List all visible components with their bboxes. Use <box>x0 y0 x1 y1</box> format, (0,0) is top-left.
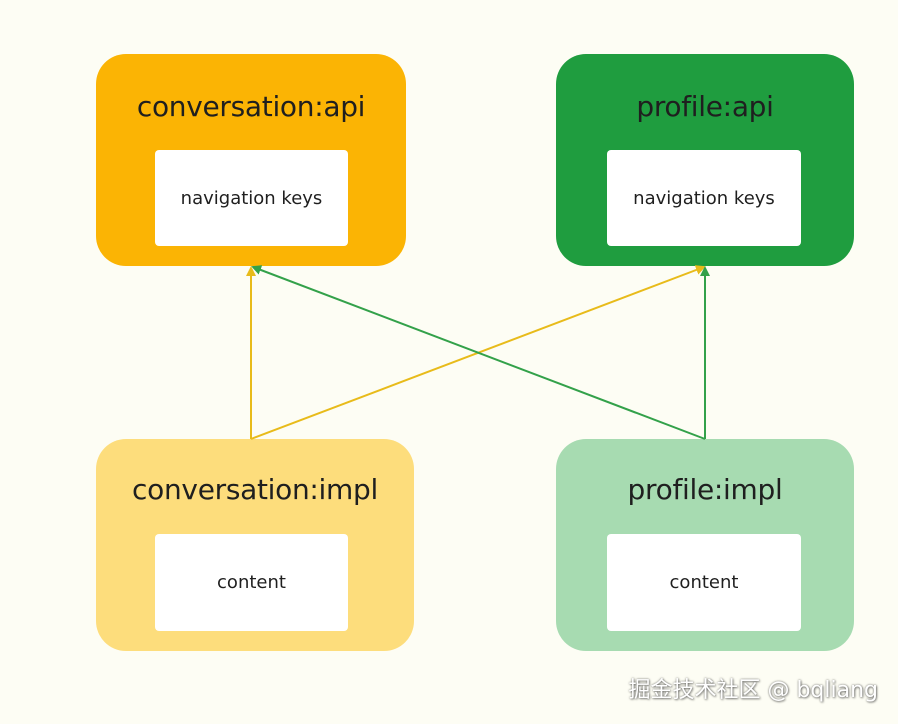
profile-impl-to-conversation-api-arrow <box>251 265 706 440</box>
profile-impl-title: profile:impl <box>627 473 783 506</box>
conversation-impl-content: content <box>155 534 348 631</box>
watermark: 掘金技术社区 @ bqliang <box>628 678 878 703</box>
conversation-impl-title: conversation:impl <box>132 473 378 506</box>
conversation-api-navigation-keys: navigation keys <box>155 150 348 246</box>
conversation-api-title: conversation:api <box>136 90 366 123</box>
profile-impl-content: content <box>607 534 801 631</box>
profile-api-navigation-keys: navigation keys <box>607 150 801 246</box>
conversation-api-module: conversation:api navigation keys <box>96 54 406 266</box>
profile-api-title: profile:api <box>636 90 774 123</box>
conversation-impl-module: conversation:impl content <box>96 439 414 651</box>
profile-impl-module: profile:impl content <box>556 439 854 651</box>
profile-api-module: profile:api navigation keys <box>556 54 854 266</box>
